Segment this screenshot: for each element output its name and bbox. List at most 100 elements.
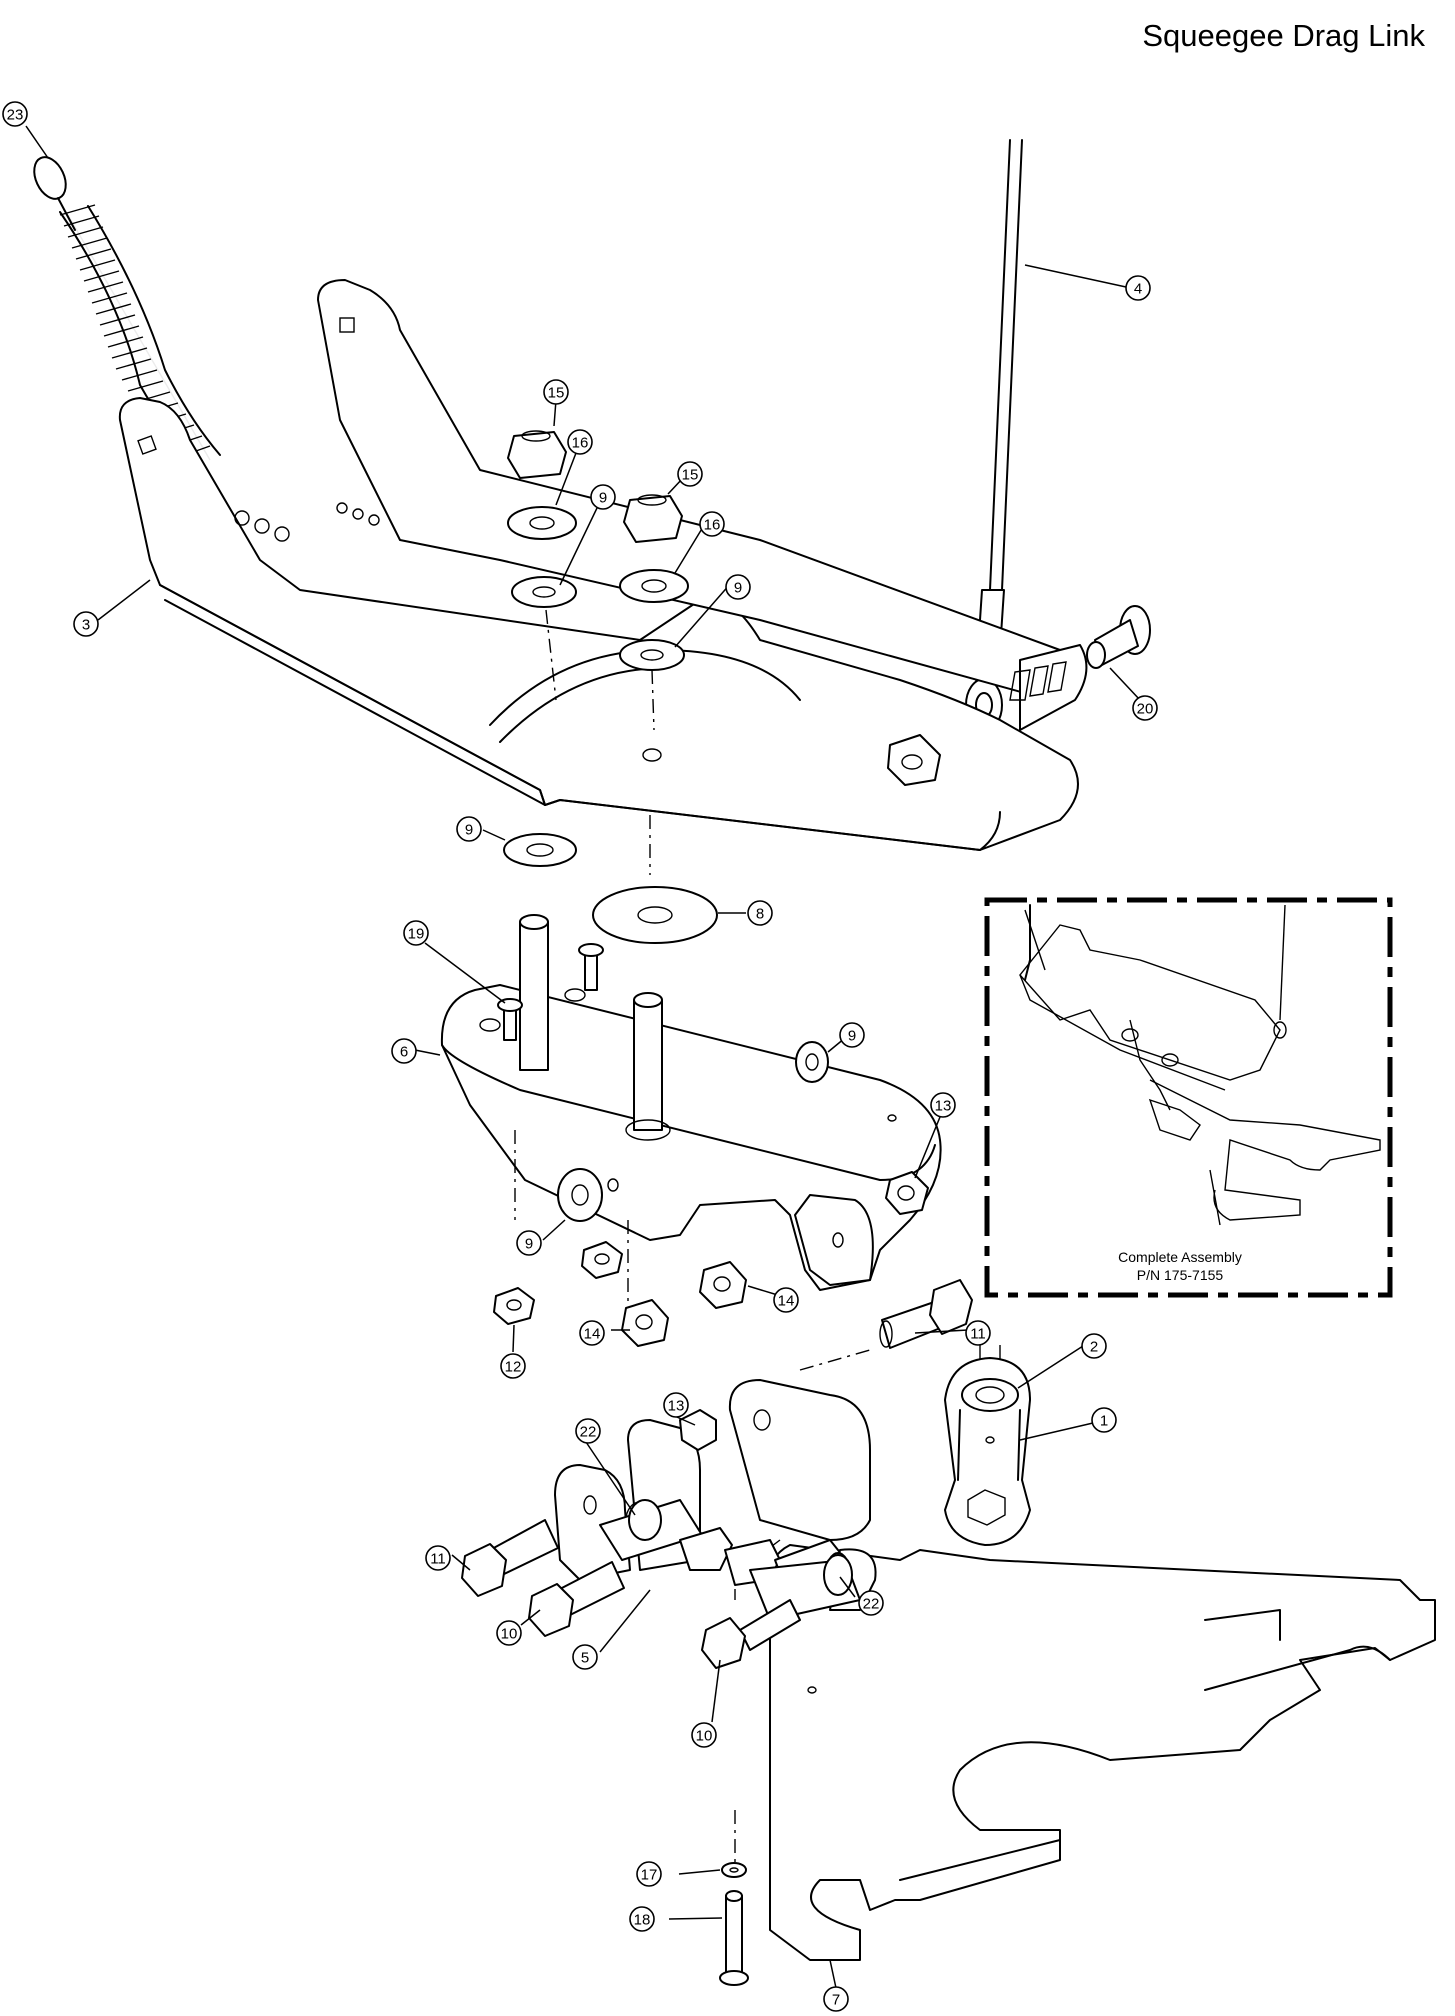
callout-label: 17 [641,1867,658,1884]
callout-c19: 19 [403,920,429,946]
callout-label: 18 [634,1912,651,1929]
bolt-11b [461,1519,559,1597]
diagram-title: Squeegee Drag Link [1142,18,1425,53]
callout-c11a: 11 [965,1320,991,1346]
callout-c8: 8 [747,900,773,926]
callout-label: 9 [734,580,742,597]
callout-c17: 17 [636,1861,662,1887]
callout-c7: 7 [823,1986,849,2012]
rod-clevis-nut [887,734,941,786]
leader-lines [25,125,1141,1989]
callout-c23: 23 [2,101,28,127]
callout-c14b: 14 [579,1320,605,1346]
complete-assembly-inset: Complete Assembly P/N 175-7155 [984,897,1393,1298]
callout-c10a: 10 [496,1620,522,1646]
nut-14a [699,1261,747,1309]
callout-c18: 18 [629,1906,655,1932]
bolt-10a [528,1561,625,1637]
callout-label: 22 [580,1424,597,1441]
callout-bubbles: 23 4 15 16 15 9 16 9 3 20 9 8 19 6 9 13 9 14 12 14 11 2 13 1 22 1… [2,101,1158,2012]
callout-label: 11 [430,1551,446,1568]
callout-c2: 2 [1081,1333,1107,1359]
washer-22b [823,1554,853,1596]
callout-label: 12 [505,1359,522,1376]
callout-label: 16 [704,517,721,534]
callout-c4: 4 [1125,275,1151,301]
callout-c5: 5 [572,1644,598,1670]
callout-label: 9 [465,822,473,839]
callout-label: 13 [668,1398,685,1415]
callout-label: 11 [970,1326,986,1343]
callout-label: 4 [1134,281,1142,298]
callout-c14a: 14 [773,1287,799,1313]
callout-c20: 20 [1132,695,1158,721]
callout-c15b: 15 [677,461,703,487]
callout-c16a: 16 [567,429,593,455]
callout-c9c: 9 [456,816,482,842]
nut-14b [621,1299,669,1347]
callout-c1: 1 [1091,1407,1117,1433]
callout-c22b: 22 [858,1590,884,1616]
callout-c22a: 22 [575,1418,601,1444]
callout-label: 19 [408,926,425,943]
callout-label: 7 [832,1992,840,2009]
callout-label: 9 [848,1028,856,1045]
callout-c15a: 15 [543,379,569,405]
callout-label: 2 [1090,1339,1098,1356]
washer-9a [511,576,577,608]
inset-caption-line1: Complete Assembly [1118,1249,1242,1265]
callout-c16b: 16 [699,511,725,537]
callout-label: 1 [1100,1413,1108,1430]
upper-bracket-plate [118,279,1088,851]
nut-13b [679,1409,717,1451]
callout-label: 16 [572,435,589,452]
callout-label: 15 [548,385,565,402]
washer-16a [507,506,577,540]
callout-c11b: 11 [425,1545,451,1571]
callout-label: 8 [756,906,764,923]
callout-c12: 12 [500,1353,526,1379]
callout-c9a: 9 [590,484,616,510]
callout-label: 20 [1137,701,1154,718]
bolt-11a [879,1279,973,1349]
lock-washer-17 [721,1862,747,1878]
nut-12 [493,1287,535,1325]
inset-caption-line2: P/N 175-7155 [1137,1267,1224,1283]
callout-label: 15 [682,467,699,484]
callout-label: 5 [581,1650,589,1667]
large-washer-8 [592,886,718,944]
washer-9b [619,639,685,671]
callout-c6: 6 [391,1038,417,1064]
callout-label: 10 [501,1626,518,1643]
hex-pivot-shaft-1 [944,1345,1031,1546]
callout-label: 9 [599,490,607,507]
callout-label: 10 [696,1728,713,1745]
callout-c10b: 10 [691,1722,717,1748]
callout-label: 9 [525,1236,533,1253]
bottom-plate-7 [728,1379,1436,1961]
washer-9c [503,833,577,867]
callout-c13a: 13 [930,1092,956,1118]
washer-9d [795,1041,829,1083]
callout-label: 6 [400,1044,408,1061]
callout-c13b: 13 [663,1392,689,1418]
callout-c9b: 9 [725,574,751,600]
callout-label: 13 [935,1098,952,1115]
callout-label: 22 [863,1596,880,1613]
nut-15b [623,494,683,543]
callout-label: 3 [82,617,90,634]
callout-c9e: 9 [516,1230,542,1256]
washer-16b [619,569,689,603]
screw-18 [719,1890,749,1986]
callout-label: 14 [778,1293,795,1310]
callout-c3: 3 [73,611,99,637]
nut-12b [581,1241,623,1279]
washer-22a [628,1499,662,1541]
washer-9e [557,1168,619,1222]
pivot-block-6 [440,914,942,1291]
clevis-pin-20 [1086,605,1151,669]
nut-15a [507,430,567,479]
callout-c9d: 9 [839,1022,865,1048]
callout-label: 23 [7,107,24,124]
